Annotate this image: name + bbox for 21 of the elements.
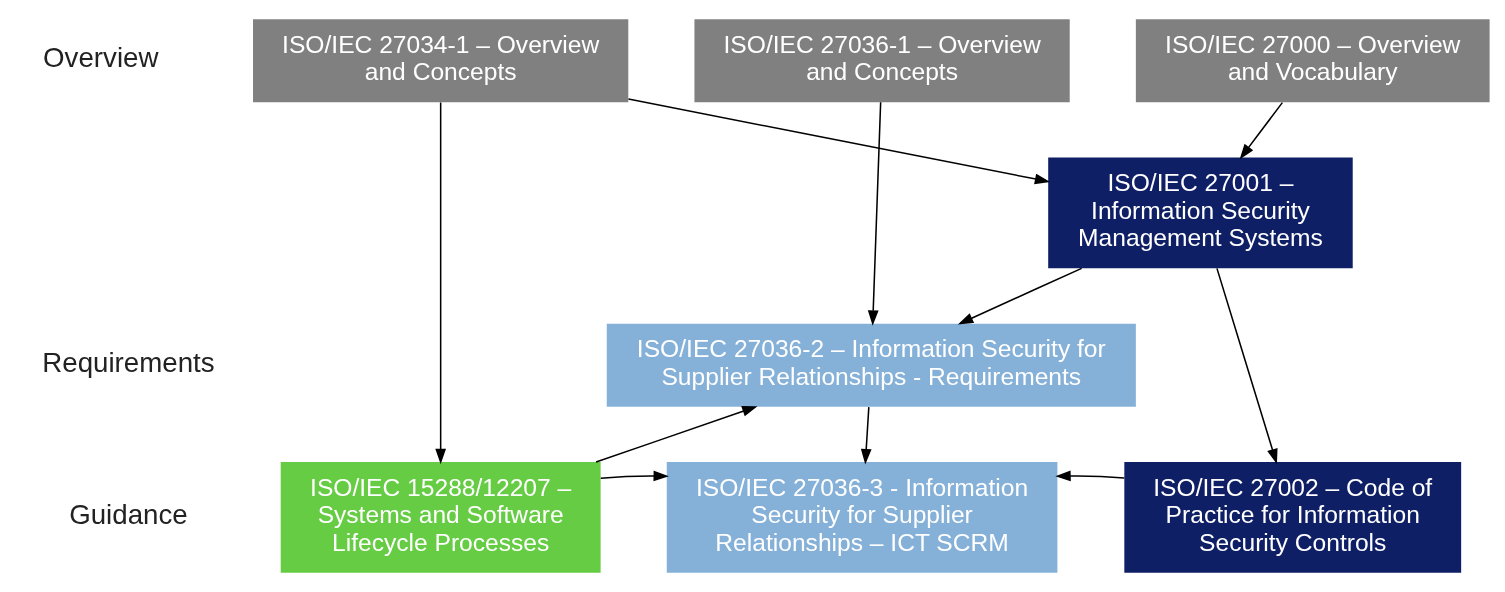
node-box: ISO/IEC 27002 – Code of Practice for Information Security Controls bbox=[1124, 462, 1462, 573]
node-box: ISO/IEC 27000 – Overview and Vocabulary bbox=[1135, 19, 1490, 103]
node-box: ISO/IEC 27036-3 - Information Security for Supplier Relationships – ICT SCRM bbox=[666, 462, 1058, 573]
arrow bbox=[867, 101, 882, 326]
node-box: ISO/IEC 27036-1 – Overview and Concepts bbox=[694, 19, 1070, 103]
label: Overview bbox=[43, 42, 159, 74]
node-box: ISO/IEC 27001 – Information Security Management Systems bbox=[1048, 157, 1353, 269]
arrow bbox=[600, 470, 669, 482]
arrow bbox=[1239, 101, 1284, 160]
arrow bbox=[627, 98, 1051, 185]
label: Guidance bbox=[69, 499, 188, 531]
arrow bbox=[1216, 267, 1278, 465]
label: Requirements bbox=[42, 346, 215, 378]
arrow bbox=[595, 406, 758, 463]
arrow bbox=[957, 267, 1083, 325]
arrow bbox=[1055, 470, 1125, 482]
arrow bbox=[435, 101, 447, 465]
arrow bbox=[860, 406, 872, 465]
node-box: ISO/IEC 27036-2 – Information Security for Supplier Relationships - Requirements bbox=[606, 323, 1136, 407]
node-box: ISO/IEC 15288/12207 – Systems and Software Lifecycle Processes bbox=[280, 462, 601, 573]
node-box: ISO/IEC 27034-1 – Overview and Concepts bbox=[253, 19, 629, 103]
